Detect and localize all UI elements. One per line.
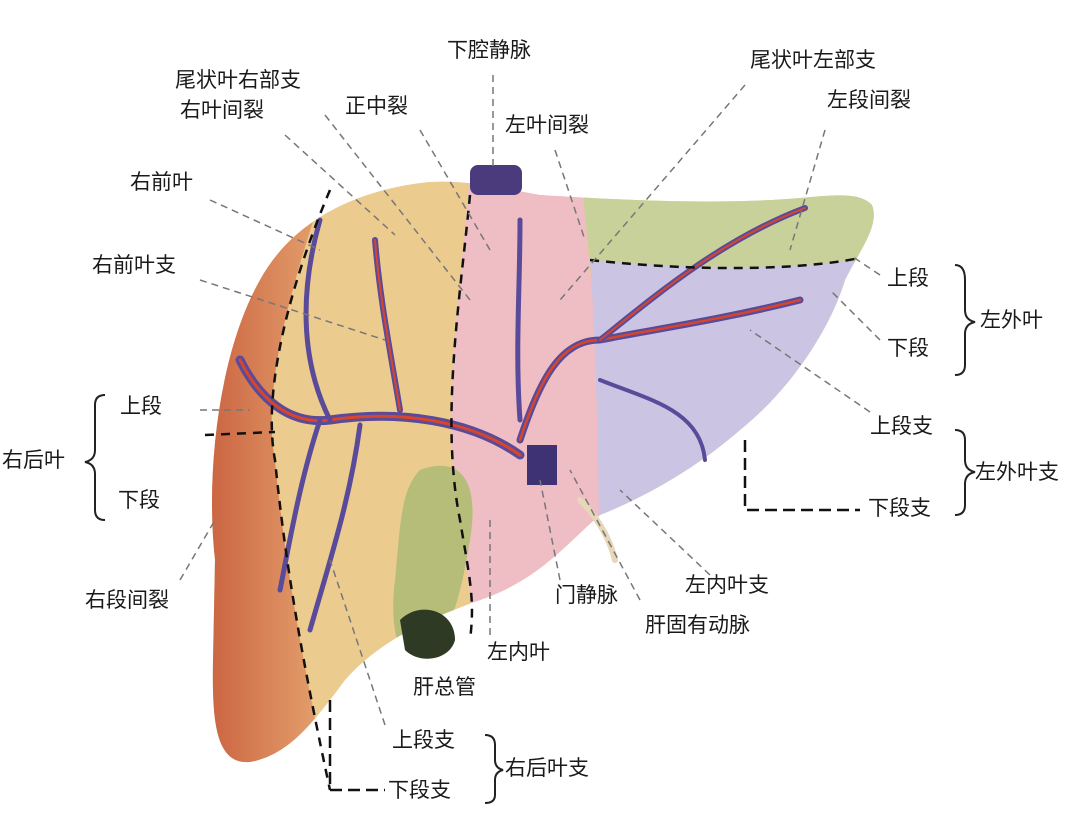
label-left-lateral-inferior-branch: 下段支 [868, 496, 931, 520]
label-right-anterior-lobe: 右前叶 [130, 170, 193, 194]
label-right-anterior-lobe-branch: 右前叶支 [92, 253, 176, 277]
gallbladder [393, 465, 473, 657]
label-right-posterior-superior: 上段 [120, 394, 162, 418]
braces [84, 264, 976, 804]
label-right-posterior-lobe: 右后叶 [2, 448, 65, 472]
label-left-medial-lobe-branch: 左内叶支 [685, 573, 769, 597]
label-portal-vein: 门静脉 [555, 583, 618, 607]
label-left-lateral-inferior: 下段 [887, 336, 929, 360]
label-caudate-right-branch: 尾状叶右部支 [175, 68, 301, 92]
leader-lines [179, 75, 881, 726]
fissure-lines [204, 189, 861, 791]
label-right-interlobar-fissure: 右叶间裂 [180, 98, 264, 122]
label-right-posterior-lobe-branch: 右后叶支 [505, 756, 589, 780]
gallbladder-neck [400, 609, 455, 659]
label-right-posterior-superior-branch: 上段支 [392, 728, 455, 752]
label-ivc: 下腔静脉 [447, 38, 531, 62]
label-left-interlobar-fissure: 左叶间裂 [505, 113, 589, 137]
label-right-intersegmental-fissure: 右段间裂 [85, 588, 169, 612]
label-left-intersegmental-fissure: 左段间裂 [827, 88, 911, 112]
branch-brackets [328, 440, 860, 792]
label-right-posterior-inferior-branch: 下段支 [388, 778, 451, 802]
label-proper-hepatic-artery: 肝固有动脉 [645, 613, 750, 637]
label-left-lateral-superior: 上段 [887, 266, 929, 290]
label-left-lateral-lobe-branch: 左外叶支 [975, 460, 1059, 484]
label-common-hepatic-duct: 肝总管 [413, 675, 476, 699]
label-right-posterior-inferior: 下段 [118, 488, 160, 512]
portal-vein-trunk [527, 445, 557, 485]
label-median-fissure: 正中裂 [345, 94, 408, 118]
inferior-vena-cava [470, 165, 522, 195]
vessels [235, 205, 808, 633]
label-left-lateral-lobe: 左外叶 [980, 308, 1043, 332]
left-lateral-superior-region [580, 181, 874, 267]
label-left-lateral-superior-branch: 上段支 [870, 414, 933, 438]
label-caudate-left-branch: 尾状叶左部支 [750, 48, 876, 72]
label-left-medial-lobe: 左内叶 [487, 640, 550, 664]
